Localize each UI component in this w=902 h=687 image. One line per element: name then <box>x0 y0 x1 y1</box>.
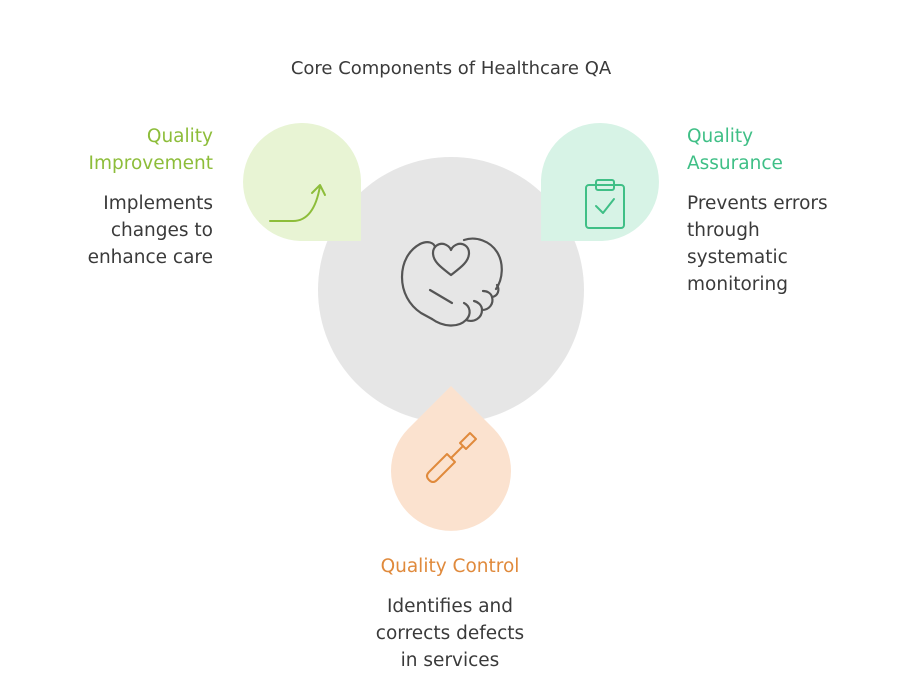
improvement-heading-line2: Improvement <box>88 153 213 174</box>
diagram-title: Core Components of Healthcare QA <box>290 58 612 79</box>
assurance-heading-line2: Assurance <box>687 153 783 174</box>
screwdriver-icon <box>426 432 477 483</box>
control-desc-line3: in services <box>400 650 500 671</box>
improvement-heading: Quality Improvement <box>0 123 213 177</box>
improvement-heading-line1: Quality <box>146 126 213 147</box>
improvement-description: Implements changes to enhance care <box>0 190 213 271</box>
control-desc-line2: corrects defects <box>375 623 525 644</box>
assurance-desc-line2: through <box>687 220 760 241</box>
clipboard-check-icon <box>585 179 625 229</box>
control-description: Identifies and corrects defects in servi… <box>300 593 600 674</box>
improvement-drop <box>243 123 361 241</box>
assurance-description: Prevents errors through systematic monit… <box>687 190 887 298</box>
center-circle <box>318 157 584 423</box>
assurance-desc-line1: Prevents errors <box>687 193 828 214</box>
assurance-desc-line3: systematic <box>687 247 788 268</box>
control-block: Quality Control Identifies and corrects … <box>300 553 600 674</box>
trend-up-arrow-icon <box>269 184 326 222</box>
assurance-block: Quality Assurance Prevents errors throug… <box>687 123 887 298</box>
improvement-block: Quality Improvement Implements changes t… <box>0 123 213 271</box>
improvement-desc-line1: Implements <box>103 193 213 214</box>
assurance-heading-line1: Quality <box>687 126 754 147</box>
control-desc-line1: Identifies and <box>386 596 514 617</box>
control-heading: Quality Control <box>380 556 520 577</box>
assurance-heading: Quality Assurance <box>687 123 887 177</box>
improvement-desc-line2: changes to <box>110 220 213 241</box>
assurance-desc-line4: monitoring <box>687 274 788 295</box>
assurance-drop <box>541 123 659 241</box>
improvement-desc-line3: enhance care <box>87 247 213 268</box>
hand-heart-icon <box>400 237 503 327</box>
